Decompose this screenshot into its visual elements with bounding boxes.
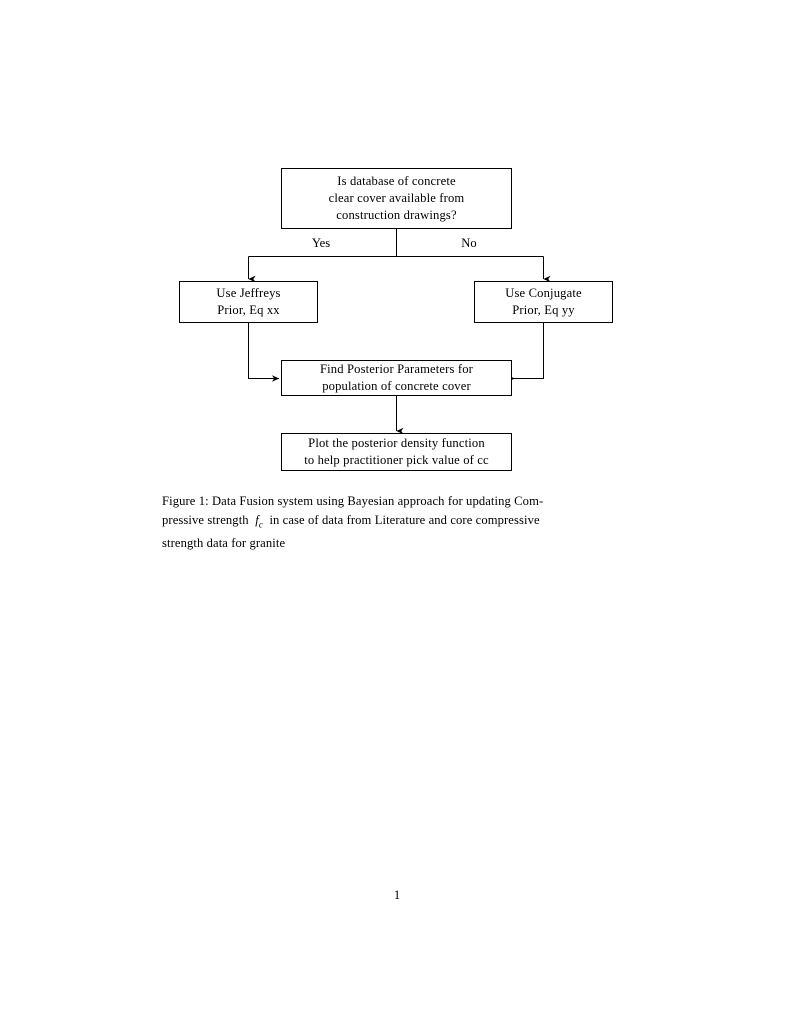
- node-jeffreys-line-2: Prior, Eq xx: [217, 303, 280, 317]
- figure-flowchart: Is database of concrete clear cover avai…: [0, 0, 794, 490]
- node-decision: Is database of concrete clear cover avai…: [281, 168, 512, 229]
- node-find-posterior-line-2: population of concrete cover: [322, 379, 471, 393]
- node-plot-density: Plot the posterior density function to h…: [281, 433, 512, 471]
- node-conjugate-prior: Use Conjugate Prior, Eq yy: [474, 281, 613, 323]
- node-find-posterior: Find Posterior Parameters for population…: [281, 360, 512, 396]
- caption-line-3: strength data for granite: [162, 535, 286, 550]
- node-decision-line-2: clear cover available from: [328, 191, 465, 205]
- caption-line-1: Figure 1: Data Fusion system using Bayes…: [162, 494, 544, 508]
- flowchart-connectors: [248, 228, 551, 435]
- caption-math-f: f: [255, 512, 259, 527]
- caption-math-subscript-c: c: [258, 519, 263, 530]
- node-decision-line-3: construction drawings?: [336, 208, 457, 222]
- node-jeffreys-prior: Use Jeffreys Prior, Eq xx: [179, 281, 318, 323]
- node-find-posterior-line-1: Find Posterior Parameters for: [320, 362, 473, 376]
- caption-math-fc: fc: [249, 512, 263, 530]
- caption-line-2-part-a: pressive strength: [162, 512, 249, 527]
- node-jeffreys-line-1: Use Jeffreys: [216, 286, 281, 300]
- edge-label-no: No: [461, 236, 477, 250]
- edge-conjugate-to-posterior: [507, 322, 544, 382]
- node-plot-density-line-2: to help practitioner pick value of cc: [304, 453, 489, 467]
- node-conjugate-line-2: Prior, Eq yy: [512, 303, 575, 317]
- node-decision-line-1: Is database of concrete: [337, 174, 456, 188]
- node-conjugate-line-1: Use Conjugate: [505, 286, 582, 300]
- page-number: 1: [393, 888, 401, 902]
- caption-line-2: pressive strength fc in case of data fro…: [162, 511, 630, 534]
- node-plot-density-line-1: Plot the posterior density function: [308, 436, 485, 450]
- edge-jeffreys-to-posterior: [248, 322, 280, 382]
- caption-line-2-part-b: in case of data from Literature and core…: [269, 512, 540, 527]
- figure-caption: Figure 1: Data Fusion system using Bayes…: [162, 492, 630, 552]
- edge-label-yes: Yes: [311, 236, 331, 250]
